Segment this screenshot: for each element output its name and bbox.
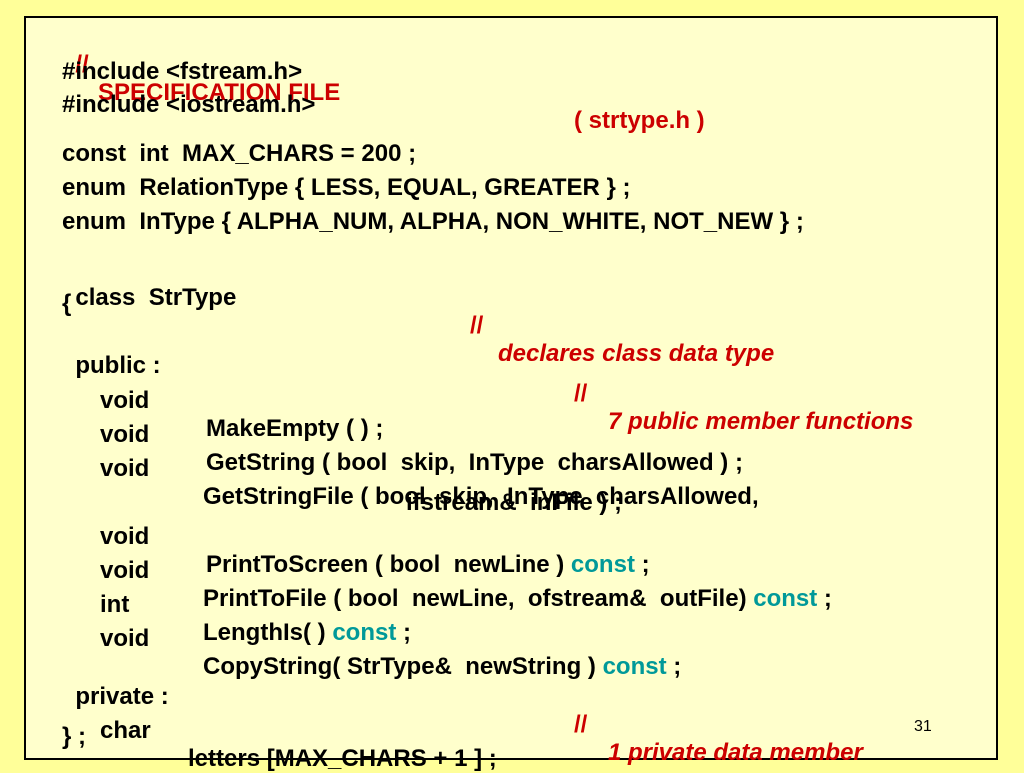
code-line-const-max-chars: const int MAX_CHARS = 200 ; (62, 140, 417, 167)
const-keyword: const (570, 551, 635, 578)
code-line-open-brace: { (62, 290, 72, 317)
public-comment: 7 public member functions (608, 408, 914, 435)
signature-text: LengthIs( ) (203, 619, 326, 646)
comment-slashes: // (574, 380, 588, 407)
function-signature: GetStringFile ( bool skip, InType charsA… (203, 483, 759, 510)
code-line-public: public : // 7 public member functions (62, 324, 913, 436)
statement-end: ; (403, 619, 412, 646)
code-line-spec-header: // SPECIFICATION FILE ( strtype.h ) (62, 23, 704, 135)
code-line-lengthis: int LengthIs( ) const ; (62, 563, 411, 647)
private-label: private : (75, 683, 169, 710)
code-line-copystring: void CopyString( StrType& newString ) co… (62, 597, 681, 681)
public-label: public : (75, 352, 161, 379)
code-line-private: private : // 1 private data member (62, 655, 862, 767)
function-signature-continued: ifstream& inFile ) ; (406, 489, 623, 516)
comment-slashes: // (75, 51, 89, 78)
comment-slashes: // (470, 312, 484, 339)
code-line-close-brace: } ; (62, 723, 86, 750)
code-line-printtofile: void PrintToFile ( bool newLine, ofstrea… (62, 529, 832, 613)
code-line-getstringfile: void GetStringFile ( bool skip, InType c… (62, 427, 759, 511)
code-line-include-iostream: #include <iostream.h> (62, 91, 316, 118)
code-line-makeempty: void MakeEmpty ( ) ; (62, 359, 383, 443)
class-comment: declares class data type (498, 340, 775, 367)
return-type: void (100, 387, 150, 414)
private-comment: 1 private data member (608, 739, 863, 766)
code-line-printtoscreen: void PrintToScreen ( bool newLine ) cons… (62, 495, 650, 579)
return-type: void (100, 557, 150, 584)
signature-text: CopyString( StrType& newString ) (203, 653, 596, 680)
code-line-getstring: void GetString ( bool skip, InType chars… (62, 393, 743, 477)
return-type: int (100, 591, 130, 618)
slide-panel (24, 16, 998, 760)
code-line-enum-intype: enum InType { ALPHA_NUM, ALPHA, NON_WHIT… (62, 208, 804, 235)
statement-end: ; (823, 585, 832, 612)
code-line-class-strtype: class StrType // declares class data typ… (62, 256, 774, 368)
function-signature: PrintToFile ( bool newLine, ofstream& ou… (203, 585, 832, 613)
const-keyword: const (602, 653, 667, 680)
return-type: void (100, 625, 150, 652)
return-type: void (100, 455, 150, 482)
member-declaration: letters [MAX_CHARS + 1 ] ; (188, 745, 497, 772)
comment-slashes: // (574, 711, 588, 738)
code-line-enum-relationtype: enum RelationType { LESS, EQUAL, GREATER… (62, 174, 631, 201)
function-signature: PrintToScreen ( bool newLine ) const ; (206, 551, 650, 579)
spec-file-name: ( strtype.h ) (574, 107, 705, 134)
page-number: 31 (914, 718, 932, 735)
function-signature: GetString ( bool skip, InType charsAllow… (206, 449, 743, 476)
class-declaration: class StrType (75, 284, 237, 311)
const-keyword: const (753, 585, 818, 612)
return-type: void (100, 523, 150, 550)
return-type: void (100, 421, 150, 448)
code-line-include-fstream: #include <fstream.h> (62, 58, 303, 85)
signature-text: PrintToFile ( bool newLine, ofstream& ou… (203, 585, 747, 612)
member-type: char (100, 717, 151, 744)
code-line-getstringfile-cont: ifstream& inFile ) ; (62, 461, 622, 517)
signature-text: PrintToScreen ( bool newLine ) (206, 551, 565, 578)
spec-file-title: SPECIFICATION FILE (98, 79, 341, 106)
function-signature: CopyString( StrType& newString ) const ; (203, 653, 681, 681)
const-keyword: const (332, 619, 397, 646)
statement-end: ; (673, 653, 682, 680)
function-signature: LengthIs( ) const ; (203, 619, 411, 647)
statement-end: ; (641, 551, 650, 578)
function-signature: MakeEmpty ( ) ; (206, 415, 384, 442)
